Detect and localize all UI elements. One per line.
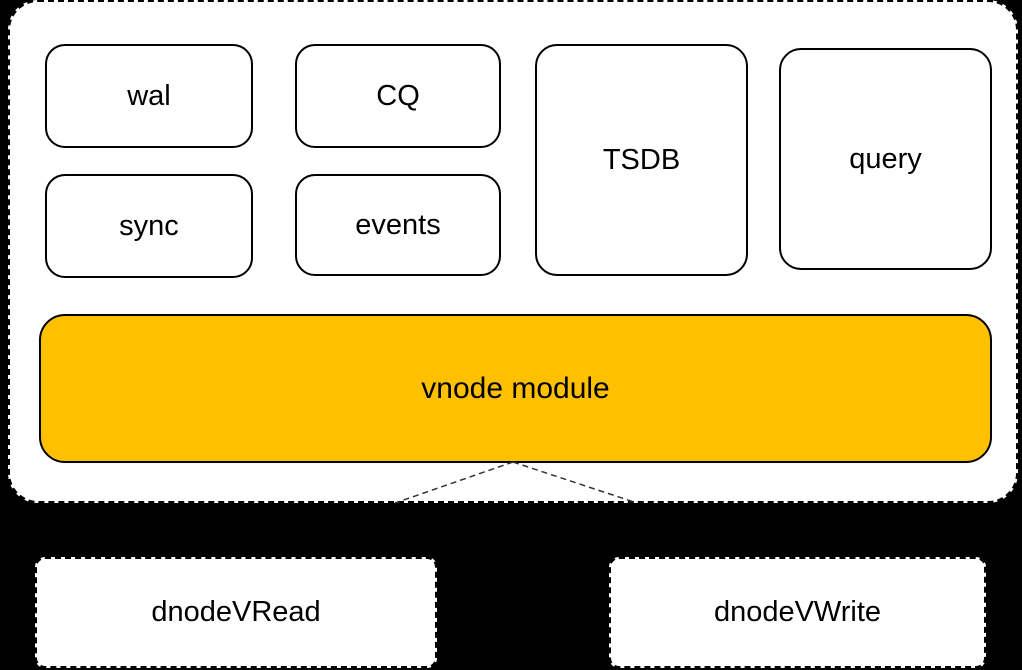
module-label-sync: sync xyxy=(119,209,179,242)
module-box-tsdb: TSDB xyxy=(535,44,748,276)
module-label-wal: wal xyxy=(127,79,171,112)
module-box-events: events xyxy=(295,174,501,276)
module-label-cq: CQ xyxy=(376,79,420,112)
module-label-tsdb: TSDB xyxy=(602,143,681,176)
module-box-query: query xyxy=(779,48,992,270)
vnode-group-container: wal CQ sync events TSDB query vnode modu… xyxy=(8,0,1018,503)
module-label-events: events xyxy=(355,208,441,241)
dnode-vread-label: dnodeVRead xyxy=(151,596,321,628)
module-label-query: query xyxy=(849,142,922,175)
dnode-vwrite-box: dnodeVWrite xyxy=(609,557,986,668)
dnode-vread-box: dnodeVRead xyxy=(35,557,437,668)
vnode-module-label: vnode module xyxy=(421,371,610,405)
module-box-sync: sync xyxy=(45,174,253,278)
module-box-cq: CQ xyxy=(295,44,501,148)
vnode-module-bar: vnode module xyxy=(39,314,992,463)
dnode-vwrite-label: dnodeVWrite xyxy=(713,596,882,628)
module-box-wal: wal xyxy=(45,44,253,148)
